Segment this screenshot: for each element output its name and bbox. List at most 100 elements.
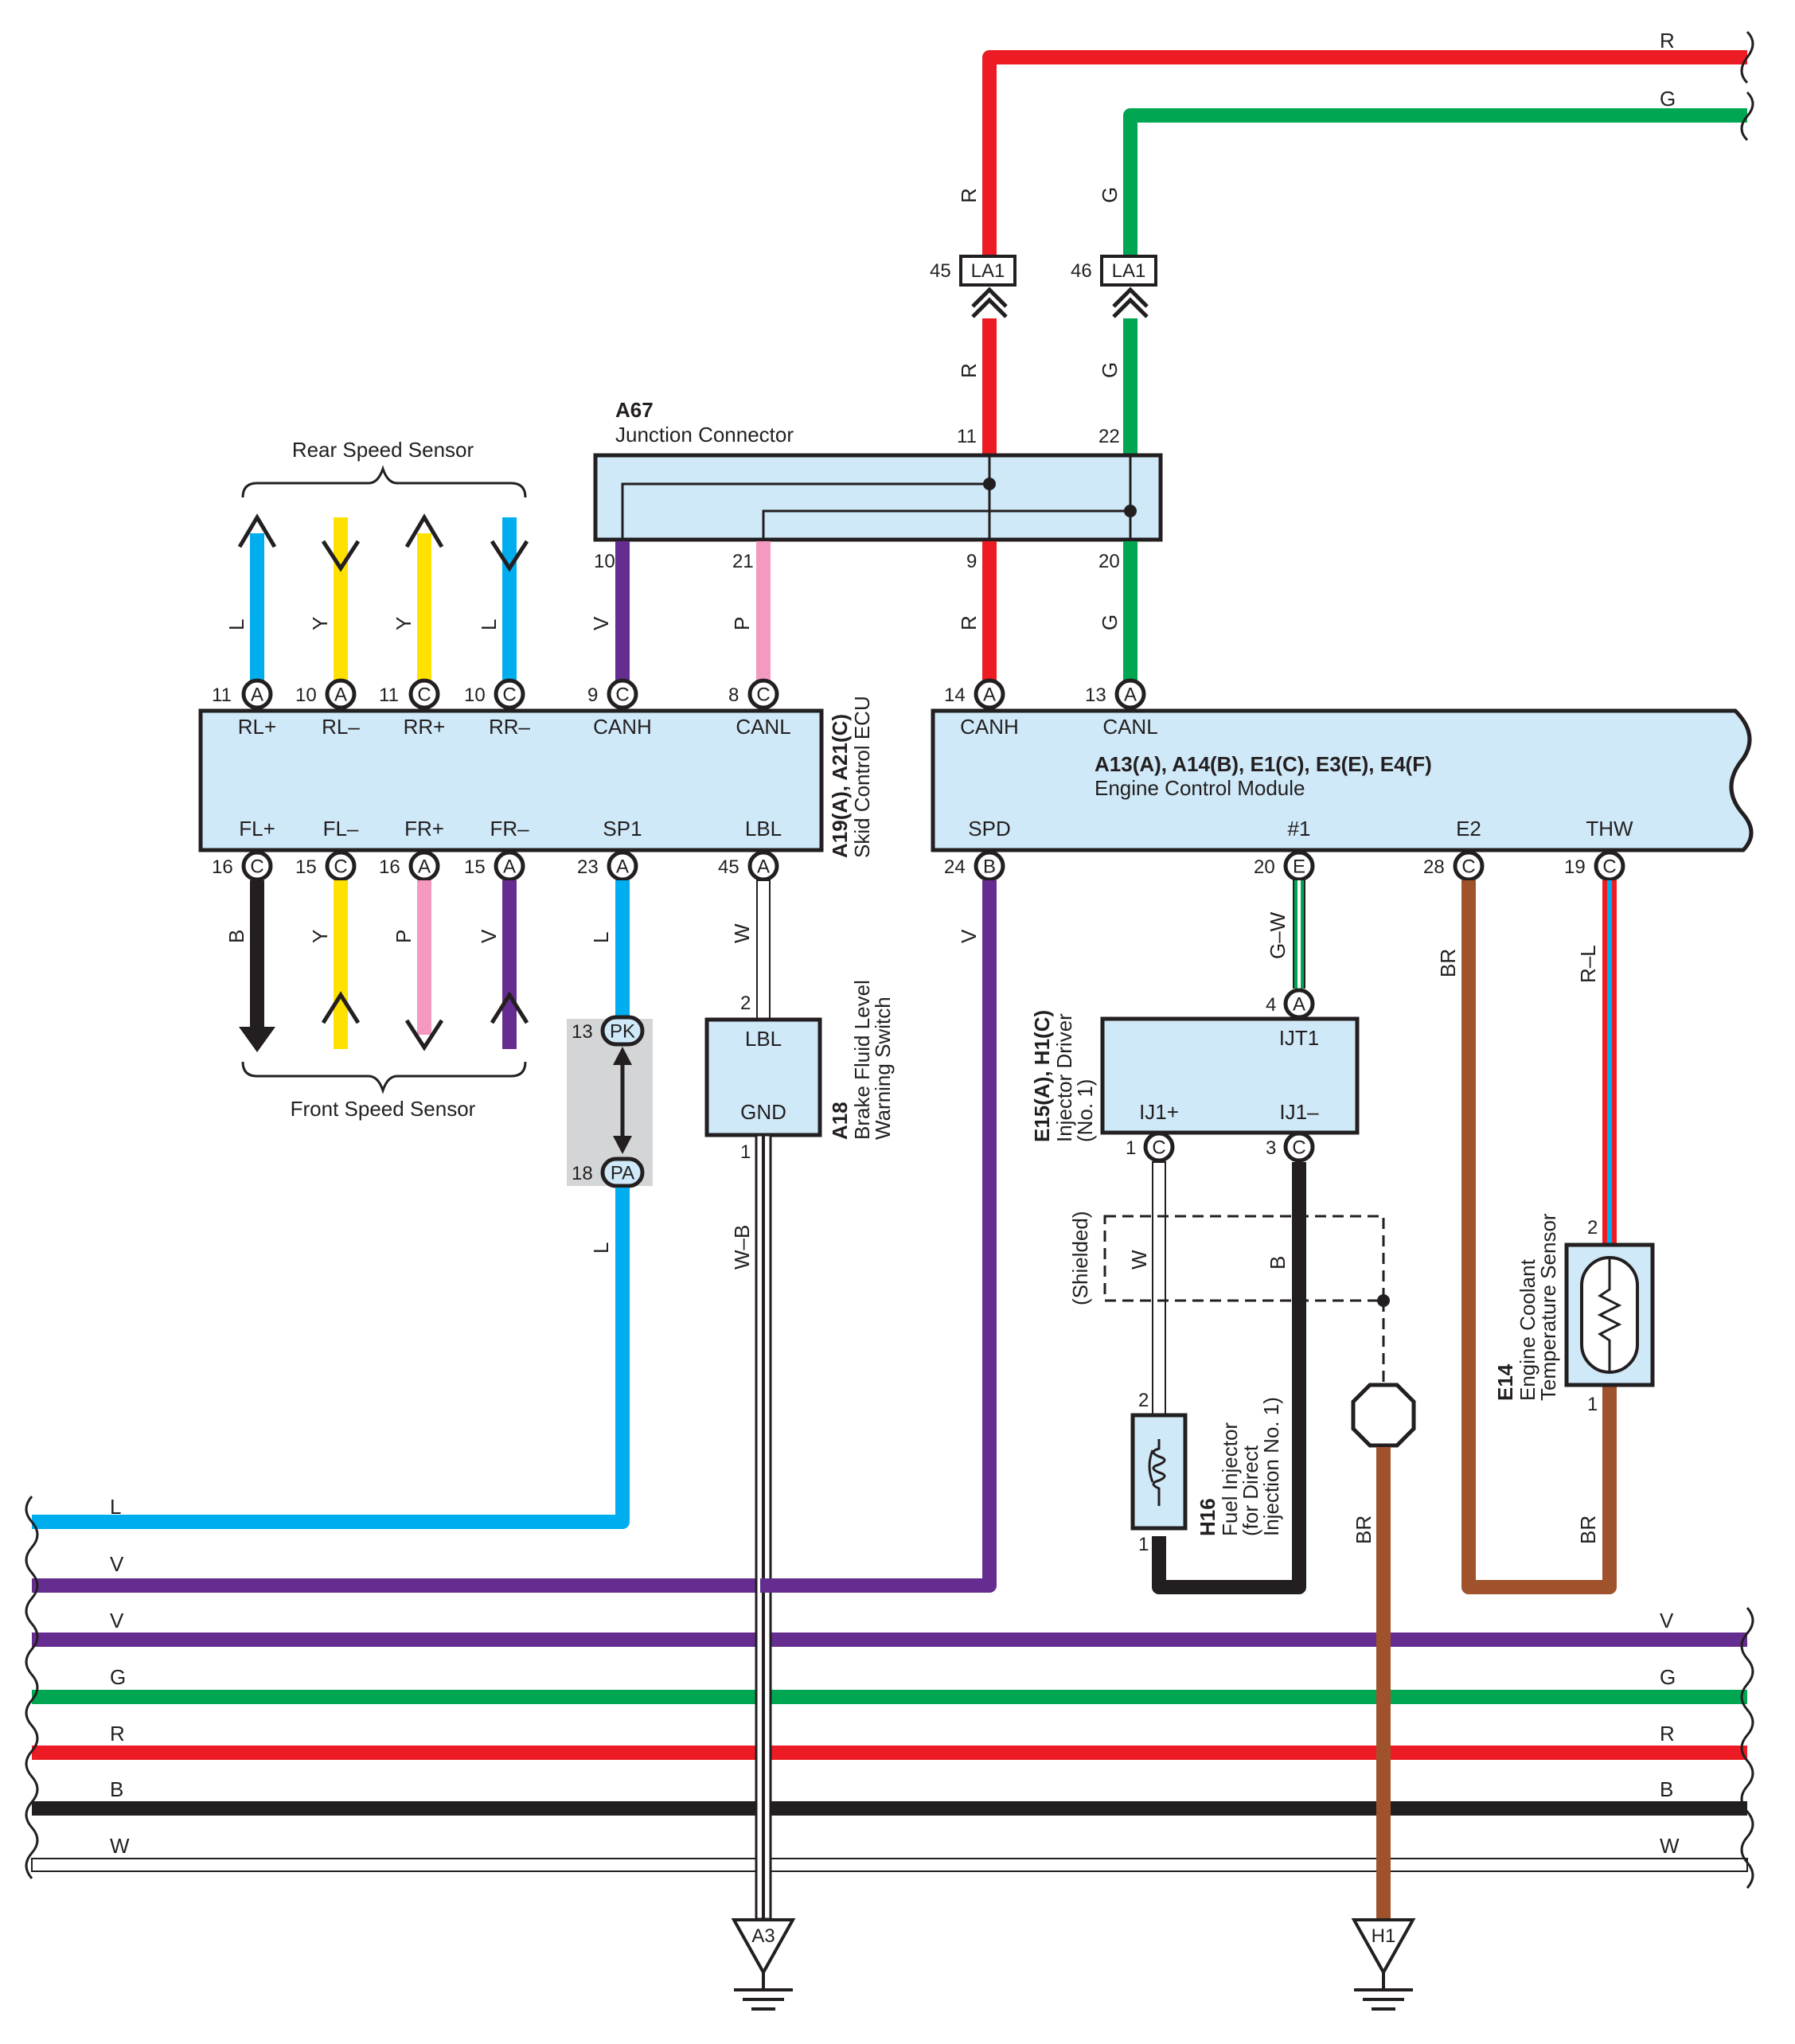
- svg-text:CANL: CANL: [1102, 715, 1157, 739]
- shield-label: (Shielded): [1068, 1211, 1092, 1305]
- svg-text:C: C: [417, 685, 431, 706]
- svg-text:A: A: [983, 685, 996, 706]
- svg-text:45: 45: [718, 856, 739, 878]
- sp1-line: L 13 PK 18 PA L: [32, 880, 653, 1529]
- svg-text:11: 11: [379, 685, 399, 706]
- engine-control-module: 14 A CANH 13 A CANL A13(A), A14(B), E1(C…: [931, 678, 1754, 882]
- a67-pin-10: 10: [594, 551, 615, 572]
- svg-text:13: 13: [1085, 685, 1106, 706]
- a18-pin-2: 2: [740, 993, 751, 1014]
- a67-junction-connector: A67 Junction Connector 10 21 9 20: [593, 398, 1163, 572]
- a67-wire-g-label: G: [1098, 614, 1122, 630]
- svg-text:9: 9: [587, 685, 598, 706]
- skid-ecu-bottom-pin: FR– A 15: [464, 817, 529, 882]
- svg-text:1: 1: [1126, 1137, 1136, 1159]
- injector-driver-in-wire-label: G–W: [1266, 911, 1290, 959]
- skid-ecu-top-pin: 9 C CANH: [587, 678, 652, 739]
- ecm-top-pin: 14 A CANH: [944, 678, 1019, 739]
- a67-code: A67: [615, 398, 654, 422]
- injector-signal-wire: G–W: [1266, 880, 1305, 989]
- svg-text:W: W: [1660, 1834, 1680, 1858]
- injector-driver: 4 A IJT1 IJ1+ IJ1– 1 C 3 C E15(A), H1(C)…: [1030, 988, 1360, 1163]
- svg-text:10: 10: [295, 685, 317, 706]
- a18-lower-wire-label: W–B: [730, 1225, 754, 1270]
- svg-text:16: 16: [212, 856, 233, 878]
- la1-45-pin: 45: [930, 260, 951, 282]
- front-speed-sensor-brace: [241, 1061, 527, 1094]
- svg-text:E: E: [1293, 856, 1305, 878]
- skid-ecu-code: A19(A), A21(C): [828, 714, 852, 858]
- svg-text:C: C: [334, 856, 347, 878]
- skid-ecu-bottom-pin: FR+ A 16: [379, 817, 444, 882]
- top-wire-g-label: G: [1660, 87, 1676, 111]
- svg-text:14: 14: [944, 685, 966, 706]
- coolant-temp-sensor-e14: 2 1 E14 Engine Coolant Temperature Senso…: [1493, 1213, 1655, 1415]
- skid-ecu-title: Skid Control ECU: [850, 696, 874, 858]
- ecm-bottom-pin: #1 E 20: [1254, 817, 1315, 882]
- top-wire-r: R R: [957, 29, 1747, 267]
- shield-ground-octagon: [1351, 1383, 1416, 1448]
- svg-text:28: 28: [1423, 856, 1445, 878]
- thw-wire-label: R–L: [1576, 945, 1600, 983]
- la1-45-name: LA1: [971, 260, 1005, 282]
- a67-pin-9: 9: [966, 551, 977, 572]
- injector-driver-title-2: (No. 1): [1073, 1079, 1097, 1142]
- ground-a3-wire: W–B: [730, 1133, 772, 1921]
- svg-text:V: V: [1660, 1609, 1674, 1632]
- break-mark: [1740, 30, 1754, 84]
- thw-wire: R–L: [1576, 880, 1617, 1245]
- coolant-lower-wire-label: BR: [1576, 1515, 1600, 1544]
- svg-text:GND: GND: [740, 1100, 786, 1124]
- svg-text:16: 16: [379, 856, 400, 878]
- coolant-code: E14: [1493, 1363, 1517, 1401]
- skid-ecu-top-pin: 11 C RR+: [379, 678, 446, 739]
- skid-ecu-bottom-pin: LBL A 45: [718, 817, 782, 882]
- svg-text:IJT1: IJT1: [1279, 1026, 1320, 1050]
- pk-pa-junction-shade: [567, 1019, 653, 1186]
- ecm-code: A13(A), A14(B), E1(C), E3(E), E4(F): [1095, 752, 1432, 776]
- rear-wire-label-1: L: [224, 619, 248, 630]
- skid-ecu-bottom-pin: SP1 A 23: [577, 817, 642, 882]
- ground-h1: H1: [1351, 1918, 1416, 2011]
- shield-wire-label: BR: [1352, 1515, 1376, 1544]
- fuel-injector-title-1: Fuel Injector: [1218, 1422, 1242, 1536]
- svg-text:FR+: FR+: [404, 817, 444, 841]
- bottom-bus: L V V V G G R R B B W W: [25, 1495, 1754, 1889]
- a67-pin-11: 11: [957, 426, 977, 447]
- spd-wire: [760, 880, 997, 1593]
- ground-a3: A3: [731, 1918, 796, 2011]
- rear-wire-label-3: Y: [392, 617, 416, 630]
- sp1-upper-wire-label: L: [589, 932, 613, 943]
- svg-text:V: V: [110, 1609, 124, 1632]
- svg-text:RL–: RL–: [322, 715, 360, 739]
- svg-text:B: B: [110, 1777, 123, 1801]
- sp1-lower-wire-label: L: [589, 1242, 613, 1254]
- svg-text:R: R: [1660, 1722, 1675, 1746]
- svg-text:2: 2: [1587, 1217, 1598, 1238]
- la1-connector-45: LA1 45: [930, 255, 1017, 318]
- svg-text:RL+: RL+: [238, 715, 276, 739]
- svg-text:A: A: [616, 856, 629, 878]
- ecm-title: Engine Control Module: [1095, 776, 1305, 800]
- la1-46-upper-wire-label: G: [1098, 187, 1122, 203]
- ecm-bottom-pin: SPD B 24: [944, 817, 1011, 882]
- ecm-top-pin: 13 A CANL: [1085, 678, 1158, 739]
- svg-text:E2: E2: [1456, 817, 1481, 841]
- a67-wire-r-label: R: [957, 615, 981, 630]
- svg-text:RR+: RR+: [404, 715, 446, 739]
- pa-connector: 18 PA: [572, 1157, 645, 1188]
- la1-45-upper-wire-label: R: [957, 188, 981, 203]
- ij1-plus-wire-label: W: [1127, 1250, 1151, 1270]
- a18-title-2: Warning Switch: [871, 997, 895, 1140]
- svg-text:RR–: RR–: [489, 715, 531, 739]
- e2-wire-label: BR: [1436, 949, 1460, 977]
- a18-pin-1: 1: [740, 1141, 751, 1163]
- skid-ecu-top-pin: 10 A RL–: [295, 678, 360, 739]
- la1-connector-46: LA1 46: [1071, 255, 1157, 318]
- a67-pin-22: 22: [1098, 426, 1120, 447]
- svg-text:FR–: FR–: [490, 817, 529, 841]
- injector-driver-code: E15(A), H1(C): [1030, 1010, 1054, 1142]
- front-wire-label-3: P: [392, 930, 416, 943]
- svg-text:C: C: [615, 685, 629, 706]
